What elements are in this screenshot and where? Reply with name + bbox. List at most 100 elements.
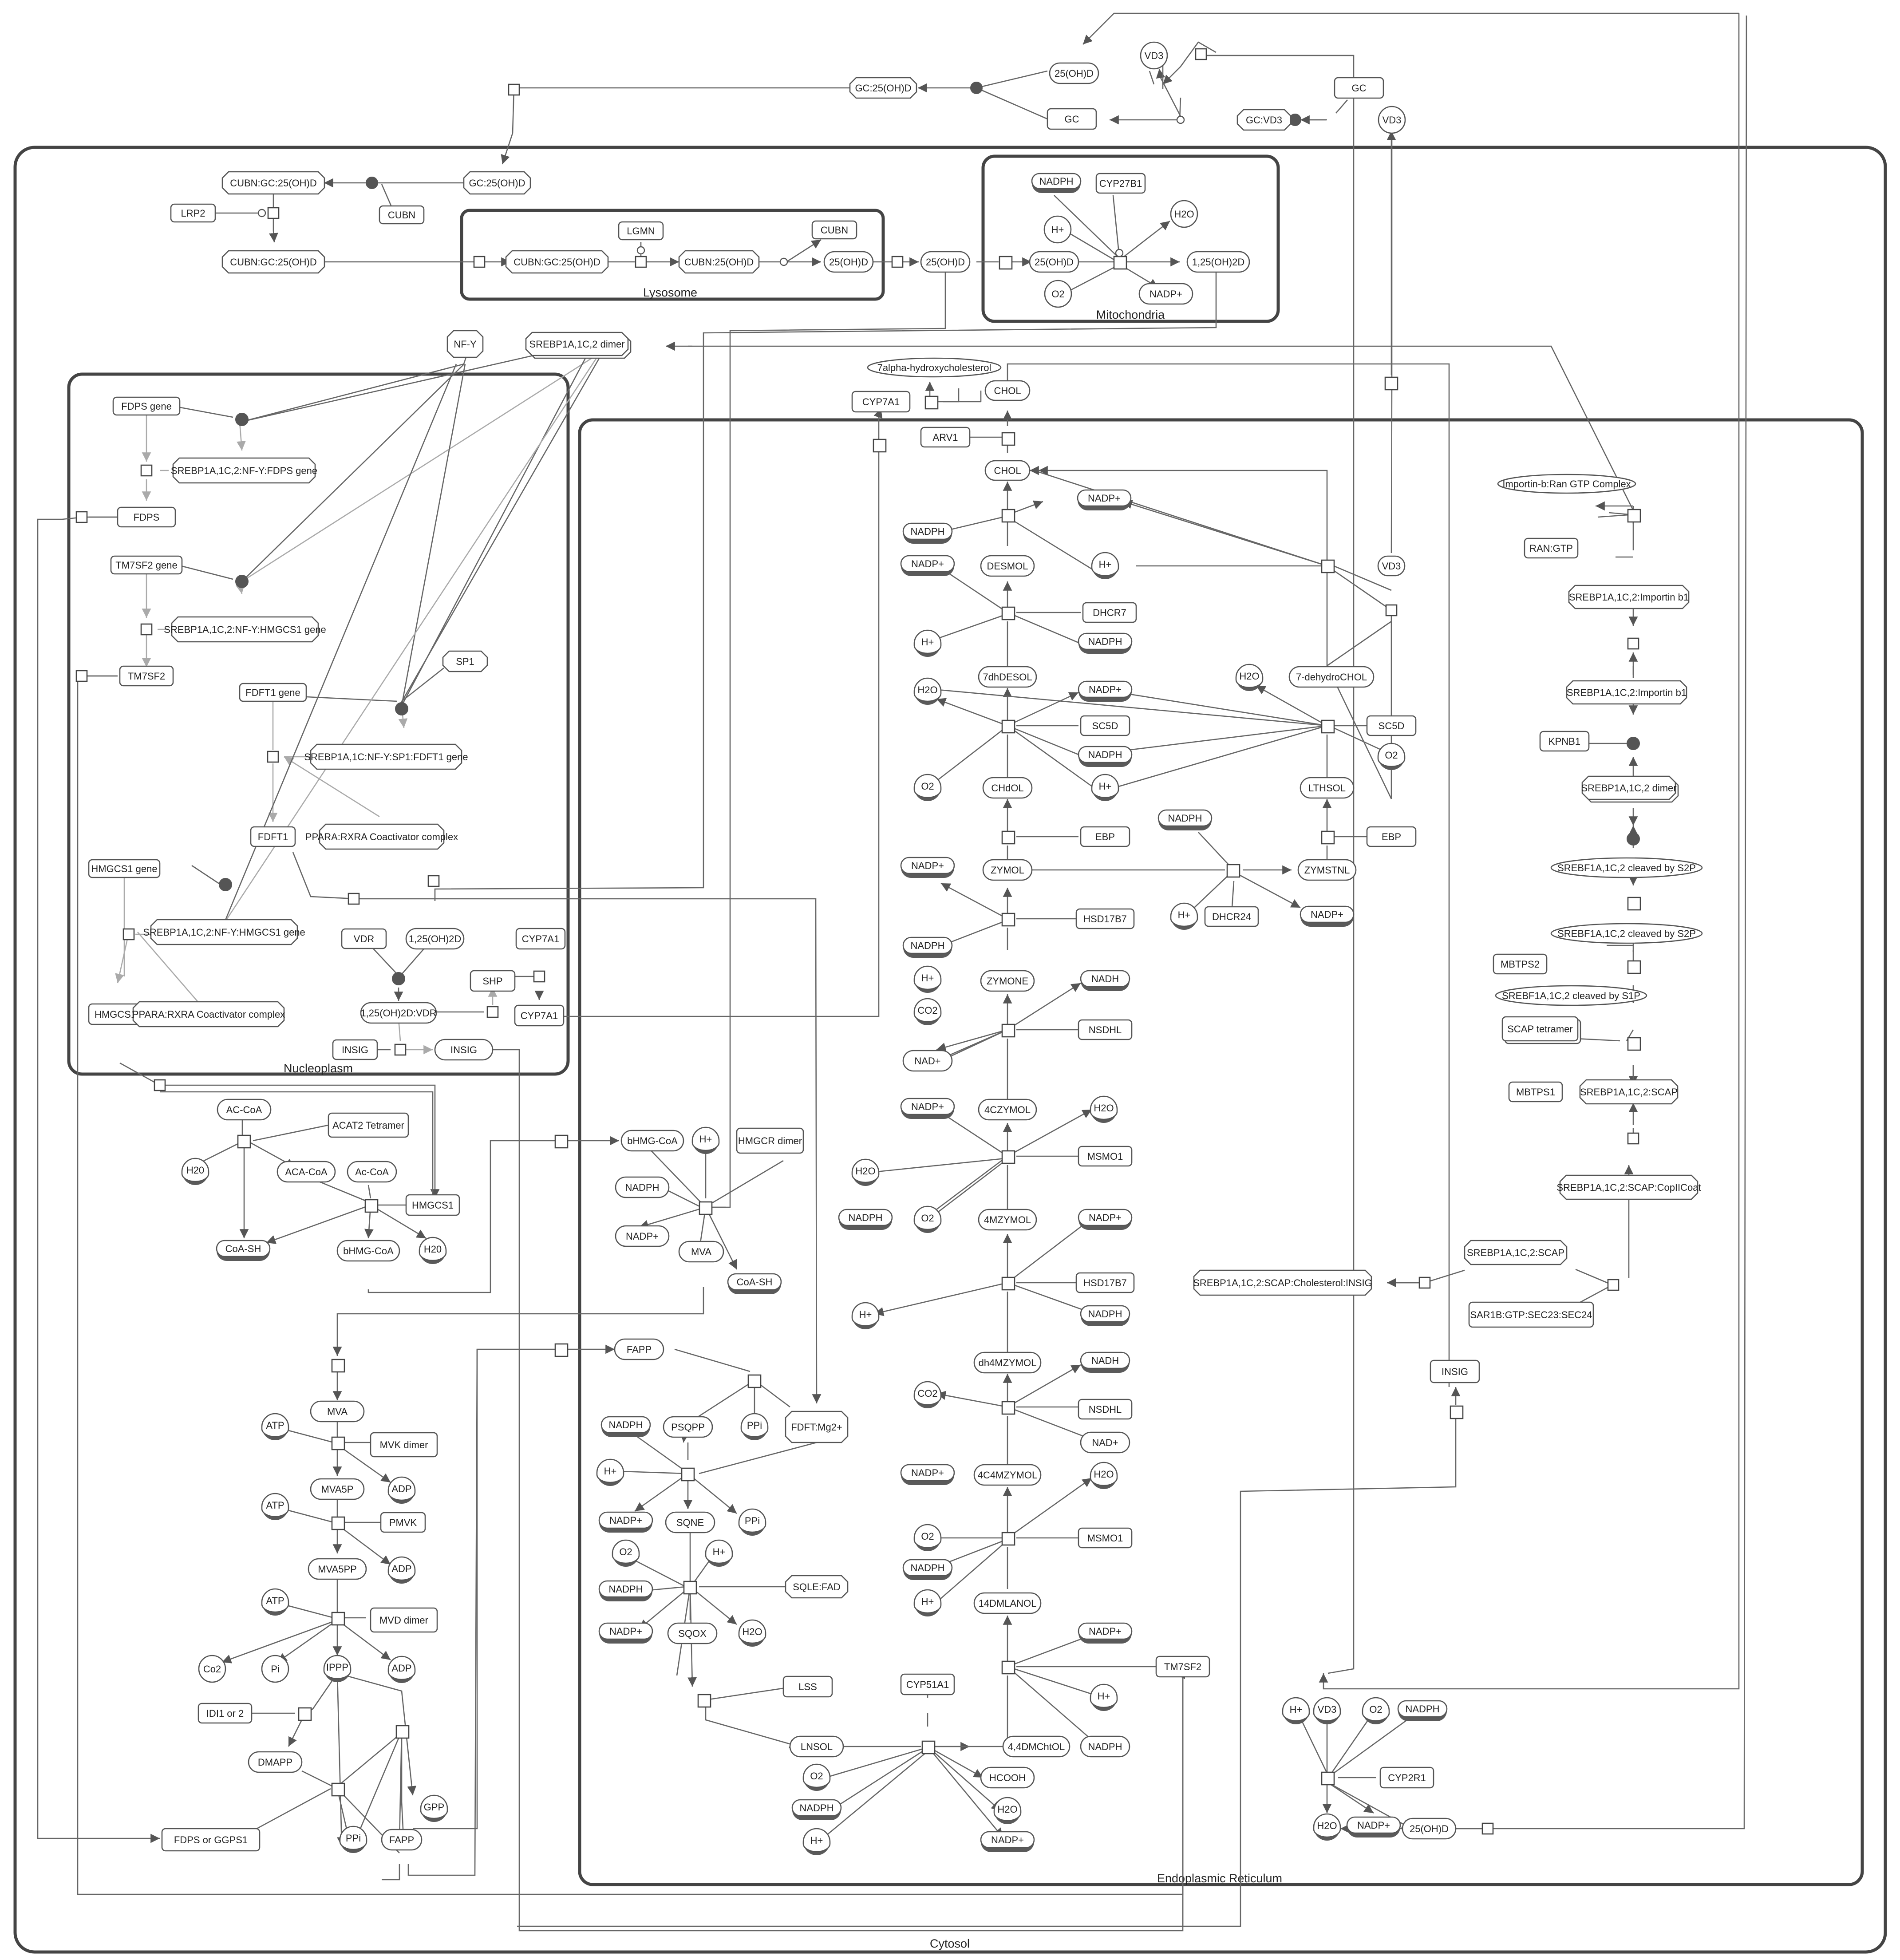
node-nad-1[interactable]: NAD+ bbox=[902, 1050, 953, 1072]
node-c4mzymol[interactable]: 4C4MZYMOL bbox=[973, 1464, 1042, 1486]
node-atp-2[interactable]: ATP bbox=[261, 1493, 289, 1520]
node-dmchtol[interactable]: 4,4DMChtOL bbox=[1002, 1735, 1070, 1758]
node-h2o-4[interactable]: H2O bbox=[851, 1158, 880, 1186]
node-srebp-copii[interactable]: SREBP1A,1C,2:SCAP:CopIICoat bbox=[1556, 1174, 1701, 1200]
node-nadp-2[interactable]: NADP+ bbox=[900, 555, 955, 576]
node-alpha-hc[interactable]: 7alpha-hydroxycholesterol bbox=[867, 357, 1002, 378]
node-fdft-mg[interactable]: FDFT:Mg2+ bbox=[785, 1411, 849, 1443]
node-fapp-er[interactable]: FAPP bbox=[614, 1338, 664, 1360]
node-cyp27b1[interactable]: CYP27B1 bbox=[1095, 173, 1146, 194]
node-insig-out[interactable]: INSIG bbox=[434, 1039, 494, 1061]
node-o2-3[interactable]: O2 bbox=[913, 1205, 942, 1233]
node-srebp-fdps[interactable]: SREBP1A,1C,2:NF-Y:FDPS gene bbox=[171, 457, 317, 484]
node-nadph-3[interactable]: NADPH bbox=[1078, 746, 1133, 767]
node-h-10[interactable]: H+ bbox=[705, 1539, 733, 1567]
node-mbtps2[interactable]: MBTPS2 bbox=[1493, 953, 1548, 975]
node-hsd17b7-1[interactable]: HSD17B7 bbox=[1075, 908, 1135, 929]
node-nadph-5[interactable]: NADPH bbox=[902, 937, 953, 958]
node-h2o-c1[interactable]: H20 bbox=[181, 1158, 209, 1185]
node-nadp-11[interactable]: NADP+ bbox=[598, 1622, 653, 1644]
node-lrp2[interactable]: LRP2 bbox=[170, 203, 216, 223]
node-gc-25ohd-in[interactable]: GC:25(OH)D bbox=[463, 171, 531, 195]
node-arv1[interactable]: ARV1 bbox=[920, 427, 971, 448]
node-cyp2r1[interactable]: CYP2R1 bbox=[1379, 1766, 1434, 1789]
node-nadph-4[interactable]: NADPH bbox=[1157, 809, 1213, 830]
node-ran-gtp[interactable]: RAN:GTP bbox=[1524, 537, 1579, 559]
node-srebp-hmgcs1-a[interactable]: SREBP1A,1C,2:NF-Y:HMGCS1 gene bbox=[164, 616, 326, 643]
node-vdr-complex[interactable]: 1,25(OH)2D:VDR bbox=[360, 1002, 437, 1024]
node-nsdhl-2[interactable]: NSDHL bbox=[1078, 1399, 1133, 1420]
node-nadph-mito[interactable]: NADPH bbox=[1031, 173, 1082, 193]
node-hmgcs1-gene[interactable]: HMGCS1 gene bbox=[88, 859, 161, 878]
node-ohd25-mito[interactable]: 25(OH)D bbox=[1029, 251, 1079, 273]
node-tm7sf2-gene[interactable]: TM7SF2 gene bbox=[110, 555, 183, 575]
node-cyp51a1[interactable]: CYP51A1 bbox=[900, 1673, 955, 1695]
node-acat2[interactable]: ACAT2 Tetramer bbox=[328, 1112, 409, 1138]
node-nadph-11[interactable]: NADPH bbox=[598, 1580, 653, 1601]
node-atp-3[interactable]: ATP bbox=[261, 1588, 289, 1616]
node-hcooh[interactable]: HCOOH bbox=[980, 1766, 1035, 1789]
node-nadh-2[interactable]: NADH bbox=[1080, 1351, 1130, 1373]
node-importin-ran[interactable]: Importin-b:Ran GTP Complex bbox=[1497, 474, 1636, 494]
node-hsd17b7-2[interactable]: HSD17B7 bbox=[1075, 1272, 1135, 1293]
node-nadph-1[interactable]: NADPH bbox=[902, 522, 953, 544]
node-hmgcs1-cyt[interactable]: HMGCS1 bbox=[405, 1194, 460, 1216]
node-h-11[interactable]: H+ bbox=[596, 1458, 624, 1486]
node-nadp-3[interactable]: NADP+ bbox=[1078, 680, 1133, 702]
node-ppi-c[interactable]: PPi bbox=[339, 1826, 367, 1853]
node-nadph-10[interactable]: NADPH bbox=[791, 1799, 842, 1820]
node-dhcr7[interactable]: DHCR7 bbox=[1082, 602, 1137, 623]
node-cubn-25ohd[interactable]: CUBN:25(OH)D bbox=[678, 250, 760, 274]
node-sqne[interactable]: SQNE bbox=[665, 1511, 715, 1533]
node-ebp-2[interactable]: EBP bbox=[1366, 826, 1417, 847]
node-nadph-6[interactable]: NADPH bbox=[838, 1209, 893, 1230]
node-h-6[interactable]: H+ bbox=[851, 1302, 880, 1329]
node-mva5p[interactable]: MVA5P bbox=[310, 1478, 365, 1500]
node-gc-top[interactable]: GC bbox=[1334, 77, 1384, 99]
node-nadh-1[interactable]: NADH bbox=[1080, 970, 1130, 991]
node-gpp[interactable]: GPP bbox=[420, 1794, 448, 1822]
node-nadp-10[interactable]: NADP+ bbox=[980, 1831, 1035, 1852]
node-cyp7a1-cyt[interactable]: CYP7A1 bbox=[851, 391, 911, 413]
node-h2o-2[interactable]: H2O bbox=[1235, 664, 1264, 691]
node-mva-c[interactable]: MVA bbox=[310, 1400, 365, 1423]
node-h2o-3[interactable]: H2O bbox=[1090, 1095, 1118, 1123]
node-acoa[interactable]: AC-CoA bbox=[217, 1099, 272, 1121]
node-kpnb1[interactable]: KPNB1 bbox=[1539, 731, 1590, 752]
node-nadp-14[interactable]: NADP+ bbox=[1346, 1816, 1401, 1838]
node-h-8[interactable]: H+ bbox=[1090, 1683, 1118, 1711]
node-ebp-1[interactable]: EBP bbox=[1080, 826, 1130, 847]
node-ohd25-b[interactable]: 25(OH)D bbox=[1402, 1818, 1457, 1840]
node-mbtps1[interactable]: MBTPS1 bbox=[1508, 1081, 1563, 1102]
node-srebp-hmgcs1-b[interactable]: SREBP1A,1C,2:NF-Y:HMGCS1 gene bbox=[143, 919, 305, 945]
node-lthsol[interactable]: LTHSOL bbox=[1300, 777, 1355, 799]
node-pmvk[interactable]: PMVK bbox=[380, 1512, 426, 1533]
node-mva5pp[interactable]: MVA5PP bbox=[308, 1558, 367, 1580]
node-chol-er[interactable]: CHOL bbox=[984, 460, 1031, 481]
node-cubn-gc-25ohd-3[interactable]: CUBN:GC:25(OH)D bbox=[505, 250, 609, 274]
node-nadp-mito[interactable]: NADP+ bbox=[1138, 283, 1193, 305]
node-o2-mito[interactable]: O2 bbox=[1044, 280, 1072, 308]
node-sc5d-1[interactable]: SC5D bbox=[1080, 715, 1130, 736]
node-insig-nuc[interactable]: INSIG bbox=[332, 1039, 378, 1060]
node-ippp[interactable]: IPPP bbox=[323, 1655, 352, 1682]
node-coash-er[interactable]: CoA-SH bbox=[727, 1273, 782, 1294]
node-lgmn[interactable]: LGMN bbox=[618, 221, 664, 241]
node-pi-c[interactable]: Pi bbox=[261, 1655, 289, 1683]
node-bhmg-c[interactable]: bHMG-CoA bbox=[336, 1240, 400, 1262]
node-s1p[interactable]: SREBF1A,1C,2 cleaved by S1P bbox=[1495, 985, 1647, 1006]
node-h-mito[interactable]: H+ bbox=[1043, 215, 1072, 244]
node-ppi-1[interactable]: PPi bbox=[738, 1508, 766, 1536]
node-adp-3[interactable]: ADP bbox=[387, 1656, 416, 1683]
node-o2-2[interactable]: O2 bbox=[1377, 743, 1406, 770]
node-fapp-c[interactable]: FAPP bbox=[381, 1829, 423, 1851]
node-mva-er[interactable]: MVA bbox=[678, 1241, 724, 1263]
node-dhcr24[interactable]: DHCR24 bbox=[1204, 906, 1259, 927]
node-mvd[interactable]: MVD dimer bbox=[370, 1607, 438, 1633]
node-nadp-13[interactable]: NADP+ bbox=[615, 1225, 670, 1247]
node-accoa2[interactable]: Ac-CoA bbox=[347, 1161, 397, 1183]
node-chol-cyt[interactable]: CHOL bbox=[984, 380, 1031, 401]
node-nadph-13[interactable]: NADPH bbox=[615, 1176, 670, 1198]
node-h2o-7[interactable]: H2O bbox=[738, 1619, 766, 1647]
node-insig-er[interactable]: INSIG bbox=[1430, 1359, 1480, 1383]
